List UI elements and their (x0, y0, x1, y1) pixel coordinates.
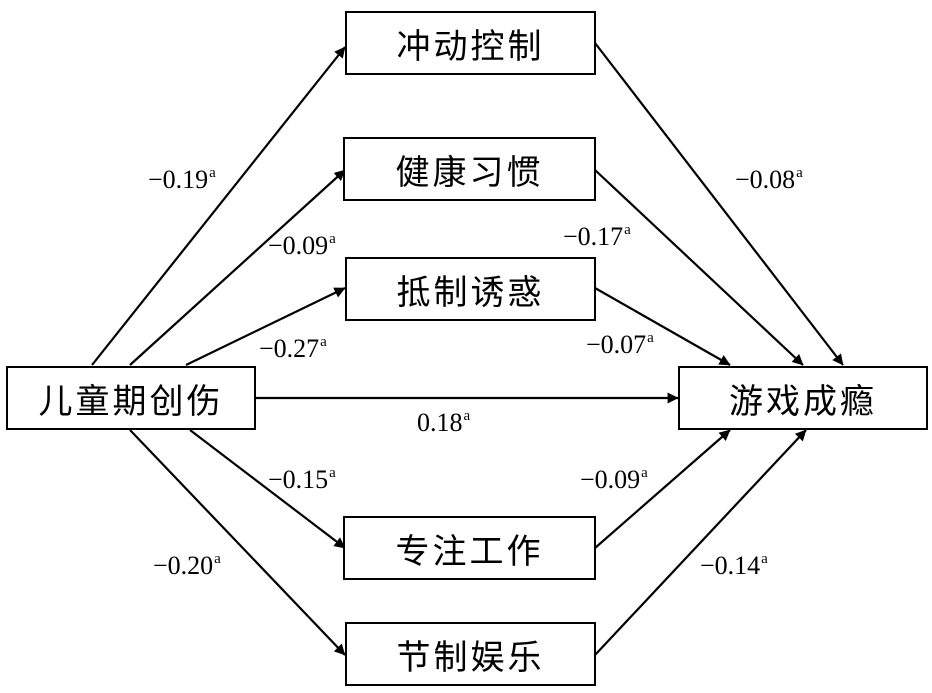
coef-value: −0.14 (700, 551, 761, 580)
node-game-addiction: 游戏成瘾 (678, 366, 928, 430)
arrow-source-to-healthy-habits (129, 169, 346, 366)
node-resist-temptation: 抵制诱惑 (345, 257, 596, 321)
coef-b-resist-temptation: −0.07a (586, 331, 654, 358)
coef-value: −0.09 (268, 231, 329, 260)
significance-mark: a (329, 465, 336, 481)
node-label: 专注工作 (395, 531, 544, 572)
coef-a-impulse-control: −0.19a (148, 166, 216, 193)
coef-b-moderate-leisure: −0.14a (700, 552, 768, 579)
arrow-source-to-work-focus (189, 429, 346, 549)
coef-value: −0.19 (148, 165, 209, 194)
node-label: 节制娱乐 (396, 637, 545, 678)
coef-value: −0.09 (580, 465, 641, 494)
arrow-healthy-habits-to-outcome (594, 169, 804, 366)
significance-mark: a (641, 465, 648, 481)
coef-value: −0.17 (563, 222, 624, 251)
arrow-work-focus-to-outcome (594, 429, 731, 549)
node-moderate-leisure: 节制娱乐 (345, 622, 596, 686)
coef-value: −0.20 (153, 551, 214, 580)
significance-mark: a (761, 551, 768, 567)
significance-mark: a (209, 165, 216, 181)
arrow-source-to-moderate-leisure (129, 429, 346, 656)
coef-a-moderate-leisure: −0.20a (153, 552, 221, 579)
significance-mark: a (214, 551, 221, 567)
node-label: 冲动控制 (396, 26, 545, 67)
significance-mark: a (320, 334, 327, 350)
node-childhood-trauma: 儿童期创伤 (6, 366, 256, 430)
significance-mark: a (463, 408, 471, 424)
coef-value: −0.08 (735, 165, 796, 194)
arrow-source-to-impulse-control (91, 46, 346, 366)
coef-value: −0.15 (268, 465, 329, 494)
coef-b-work-focus: −0.09a (580, 466, 648, 493)
coef-value: −0.27 (259, 334, 320, 363)
coef-b-healthy-habits: −0.17a (563, 223, 631, 250)
arrow-moderate-leisure-to-outcome (594, 429, 807, 656)
node-impulse-control: 冲动控制 (345, 11, 596, 75)
coef-value: −0.07 (586, 330, 647, 359)
node-label: 游戏成瘾 (729, 381, 877, 422)
coef-b-impulse-control: −0.08a (735, 166, 803, 193)
coef-value: 0.18 (417, 408, 463, 437)
significance-mark: a (647, 330, 654, 346)
coef-a-healthy-habits: −0.09a (268, 232, 336, 259)
arrow-source-to-resist-temptation (185, 287, 346, 366)
coef-direct-effect: 0.18a (417, 409, 470, 436)
node-label: 儿童期创伤 (38, 381, 224, 422)
coef-a-resist-temptation: −0.27a (259, 335, 327, 362)
coef-a-work-focus: −0.15a (268, 466, 336, 493)
significance-mark: a (796, 165, 803, 181)
node-work-focus: 专注工作 (343, 516, 596, 580)
arrow-impulse-control-to-outcome (594, 42, 844, 366)
node-healthy-habits: 健康习惯 (343, 137, 596, 201)
arrow-resist-temptation-to-outcome (594, 287, 731, 366)
node-label: 抵制诱惑 (396, 272, 545, 313)
node-label: 健康习惯 (395, 152, 544, 193)
significance-mark: a (624, 222, 631, 238)
significance-mark: a (329, 231, 336, 247)
